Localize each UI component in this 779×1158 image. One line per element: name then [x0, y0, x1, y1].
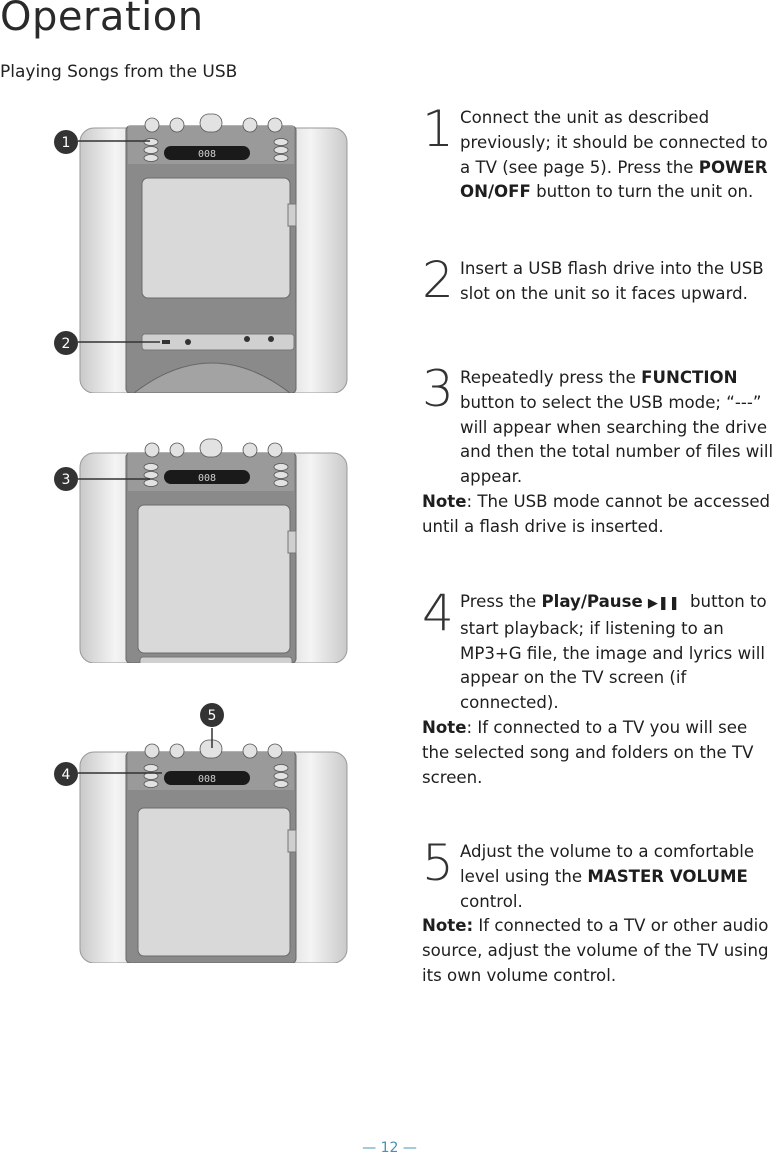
step-5: 5 Adjust the volume to a comfortable lev…	[422, 834, 779, 989]
section-subtitle: Playing Songs from the USB	[0, 62, 238, 82]
step-3: 3 Repeatedly press the FUNCTION button t…	[422, 360, 779, 540]
svg-text:2: 2	[62, 336, 71, 352]
callout-1: 1	[54, 130, 78, 154]
callout-4: 4	[54, 762, 78, 786]
device-illustration-1: 008 1 2	[54, 113, 348, 393]
page-title: Operation	[0, 0, 204, 40]
display-readout: 008	[198, 473, 216, 484]
step-text: Repeatedly press the FUNCTION button to …	[460, 368, 774, 487]
step-note: Note: If connected to a TV you will see …	[422, 717, 754, 787]
step-note: Note: If connected to a TV or other audi…	[422, 916, 769, 985]
display-readout: 008	[198, 149, 216, 160]
callout-5: 5	[200, 703, 224, 727]
callout-3: 3	[54, 467, 78, 491]
svg-text:5: 5	[208, 708, 217, 724]
step-number: 3	[422, 360, 454, 418]
device-illustration-2: 008 3	[54, 438, 348, 663]
step-text: Connect the unit as described previously…	[460, 108, 768, 202]
svg-text:3: 3	[62, 472, 71, 488]
step-1: 1 Connect the unit as described previous…	[422, 100, 779, 205]
svg-text:1: 1	[62, 135, 71, 151]
device-illustration-3: 008 5 4	[54, 703, 348, 963]
step-text: Insert a USB flash drive into the USB sl…	[460, 259, 764, 303]
svg-text:4: 4	[62, 767, 71, 783]
display-readout: 008	[198, 774, 216, 785]
page-number: — 12 —	[362, 1140, 417, 1156]
step-4: 4 Press the Play/Pause▶❚❚ button to star…	[422, 584, 779, 790]
play-pause-icon: ▶❚❚	[647, 596, 680, 611]
step-text: Press the Play/Pause▶❚❚ button to start …	[460, 592, 767, 713]
step-number: 1	[422, 100, 454, 158]
step-number: 4	[422, 584, 454, 642]
step-note: Note: The USB mode cannot be accessed un…	[422, 491, 771, 536]
step-2: 2 Insert a USB flash drive into the USB …	[422, 251, 779, 309]
callout-2: 2	[54, 331, 78, 355]
step-number: 5	[422, 834, 454, 892]
step-text: Adjust the volume to a comfortable level…	[460, 842, 755, 911]
step-number: 2	[422, 251, 454, 309]
svg-text:008: 008	[198, 149, 216, 160]
